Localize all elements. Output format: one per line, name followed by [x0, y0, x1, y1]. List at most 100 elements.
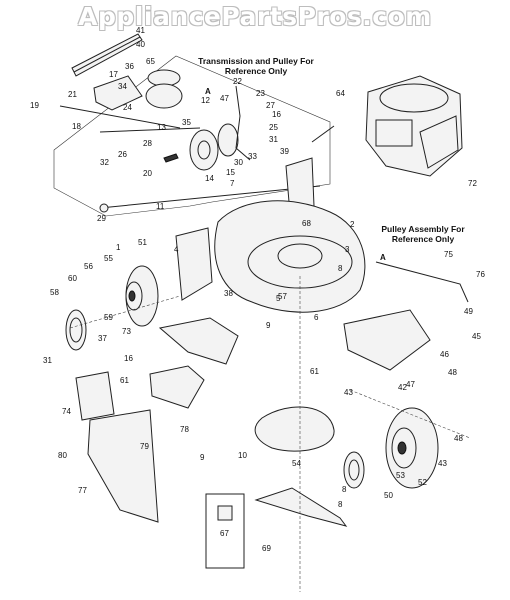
callout-26: 26 — [118, 150, 127, 159]
transmission-housing — [59, 69, 201, 133]
hubcap-61 — [65, 309, 87, 351]
callout-59: 59 — [104, 313, 113, 322]
discharge-chute — [158, 317, 239, 365]
callout-70: 70 — [0, 0, 9, 2]
callout-38: 38 — [224, 289, 233, 298]
callout-77: 77 — [78, 486, 87, 495]
callout-8: 8 — [338, 264, 343, 273]
callout-61: 61 — [120, 376, 129, 385]
transmission-note: Transmission and Pulley For Reference On… — [198, 56, 314, 76]
callout-23: 23 — [256, 89, 265, 98]
callout-numbers: 4140653617213424191832262813222347122716… — [0, 0, 485, 553]
transmission-group-outline — [53, 55, 331, 217]
callout-49: 49 — [464, 307, 473, 316]
axle-bushing — [99, 203, 109, 213]
letter-a-right: A — [380, 253, 386, 262]
callout-68: 68 — [302, 219, 311, 228]
callout-24: 24 — [123, 103, 132, 112]
callout-64: 64 — [336, 89, 345, 98]
watermark: AppliancePartsPros.com — [78, 2, 432, 31]
callout-22: 22 — [233, 77, 242, 86]
callout-16: 16 — [124, 354, 133, 363]
callout-4: 4 — [174, 245, 179, 254]
pulley-note: Pulley Assembly For Reference Only — [381, 224, 465, 244]
callout-30: 30 — [234, 158, 243, 167]
callout-61: 61 — [310, 367, 319, 376]
callout-66: 66 — [0, 0, 9, 2]
callout-48: 48 — [448, 368, 457, 377]
blade — [254, 487, 348, 527]
callout-45: 45 — [472, 332, 481, 341]
drive-gear — [189, 123, 239, 171]
callout-48: 48 — [454, 434, 463, 443]
callout-52: 52 — [418, 478, 427, 487]
callout-31: 31 — [43, 356, 52, 365]
callout-11: 11 — [156, 202, 165, 211]
right-axle-line — [349, 389, 471, 439]
adapter-inset — [205, 493, 245, 569]
callout-72: 72 — [468, 179, 477, 188]
callout-36: 36 — [125, 62, 134, 71]
callout-31: 31 — [269, 135, 278, 144]
callout-33: 33 — [248, 152, 257, 161]
engine — [365, 75, 463, 177]
callout-46: 46 — [440, 350, 449, 359]
callout-34: 34 — [118, 82, 127, 91]
callout-43: 43 — [344, 388, 353, 397]
callout-53: 53 — [396, 471, 405, 480]
callout-17: 17 — [109, 70, 118, 79]
left-axle-line — [69, 295, 181, 329]
rear-door — [75, 371, 115, 421]
axle — [99, 185, 321, 209]
callout-78: 78 — [180, 425, 189, 434]
callout-16: 16 — [272, 110, 281, 119]
callout-7: 7 — [230, 179, 235, 188]
mower-deck — [214, 200, 366, 313]
control-cable — [235, 85, 251, 161]
callout-50: 50 — [384, 491, 393, 500]
callout-55: 55 — [104, 254, 113, 263]
callout-12: 12 — [201, 96, 210, 105]
callout-73: 73 — [122, 327, 131, 336]
callout-10: 10 — [238, 451, 247, 460]
callout-14: 14 — [205, 174, 214, 183]
callout-51: 51 — [138, 238, 147, 247]
callout-69: 69 — [262, 544, 271, 553]
wheel-left — [125, 265, 159, 327]
callout-47: 47 — [406, 380, 415, 389]
callout-41: 41 — [136, 26, 145, 35]
hubcap-54 — [343, 451, 365, 489]
callout-2: 2 — [350, 220, 355, 229]
callout-74: 74 — [62, 407, 71, 416]
callout-3: 3 — [345, 245, 350, 254]
callout-57: 57 — [278, 292, 287, 301]
callout-28: 28 — [143, 139, 152, 148]
callout-32: 32 — [100, 158, 109, 167]
callout-80: 80 — [58, 451, 67, 460]
callout-43: 43 — [438, 459, 447, 468]
bracket-39 — [175, 227, 213, 301]
adapter — [217, 505, 233, 521]
callout-76: 76 — [476, 270, 485, 279]
baffle — [254, 406, 335, 452]
callout-67: 67 — [220, 529, 229, 538]
grass-bag — [87, 409, 159, 523]
callout-58: 58 — [50, 288, 59, 297]
callout-13: 13 — [157, 123, 166, 132]
callout-1: 1 — [116, 243, 121, 252]
callout-40: 40 — [136, 40, 145, 49]
callout-37: 37 — [98, 334, 107, 343]
callout-21: 21 — [68, 90, 77, 99]
callout-79: 79 — [140, 442, 149, 451]
rear-axle-bracket — [375, 261, 469, 303]
callout-27: 27 — [266, 101, 275, 110]
rear-flap — [343, 309, 431, 371]
callout-75: 75 — [444, 250, 453, 259]
callout-56: 56 — [84, 262, 93, 271]
callout-42: 42 — [398, 383, 407, 392]
callout-6: 6 — [314, 313, 319, 322]
callout-65: 65 — [146, 57, 155, 66]
wheel-right — [385, 407, 439, 489]
callout-47: 47 — [220, 94, 229, 103]
